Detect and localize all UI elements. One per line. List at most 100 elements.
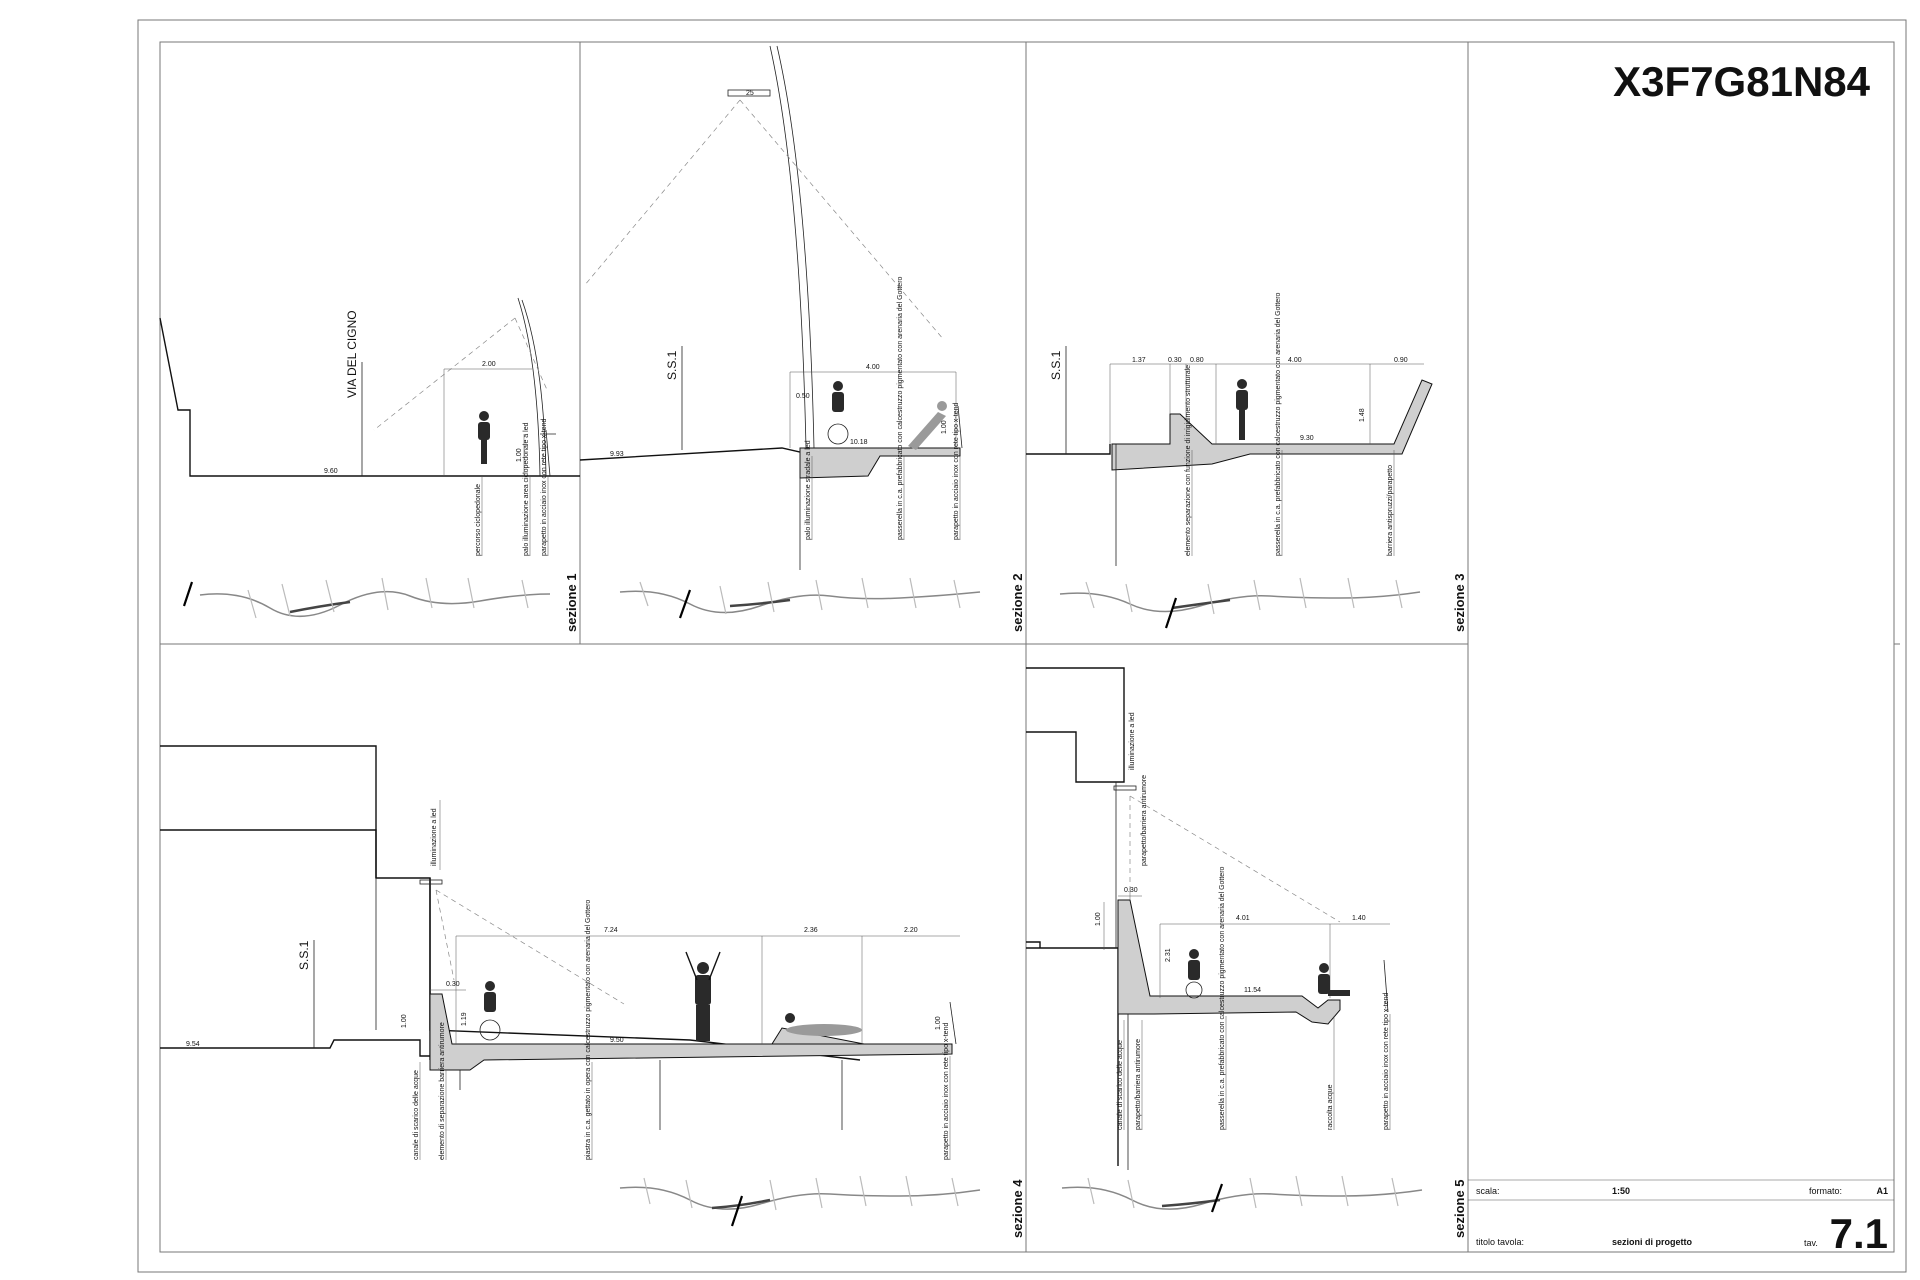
section-title: sezione 1 bbox=[564, 573, 579, 632]
callout-label: passerella in c.a. prefabbricato con cal… bbox=[1275, 292, 1282, 556]
section-title: sezione 2 bbox=[1010, 573, 1025, 632]
title-label: titolo tavola: bbox=[1476, 1237, 1524, 1247]
key-plan bbox=[1061, 1175, 1423, 1213]
dim-label: 0.30 bbox=[1168, 357, 1182, 364]
format-label: formato: bbox=[1809, 1186, 1842, 1196]
callout-label: palo illuminazione stradale a led bbox=[805, 440, 812, 540]
person-figure bbox=[685, 951, 721, 1041]
cyclist-figure bbox=[478, 411, 490, 464]
callout-label: piastra in c.a. gettato in opera con cal… bbox=[585, 900, 592, 1160]
dim-label: 7.24 bbox=[604, 927, 618, 934]
dim-label: 1.37 bbox=[1132, 357, 1146, 364]
dim-label: 10.18 bbox=[850, 439, 868, 446]
scale-value: 1:50 bbox=[1612, 1186, 1630, 1196]
parapet bbox=[957, 405, 963, 449]
dim-label: 4.01 bbox=[1236, 915, 1250, 922]
dim-label: 0.50 bbox=[796, 393, 810, 400]
footbridge-slab bbox=[1117, 899, 1341, 1025]
dim-label: 9.30 bbox=[1300, 435, 1314, 442]
street-label: S.S.1 bbox=[297, 940, 311, 970]
callout-label: parapetto/barriera antirumore bbox=[1141, 775, 1148, 866]
callout-label: illuminazione a led bbox=[1129, 712, 1136, 770]
terrain bbox=[159, 317, 580, 477]
terrain bbox=[160, 745, 431, 1060]
callout-label: illuminazione a led bbox=[431, 808, 438, 866]
slab-gettato bbox=[429, 993, 953, 1071]
key-plan bbox=[182, 577, 551, 619]
terrain bbox=[1026, 947, 1119, 1166]
footbridge-slab bbox=[799, 447, 961, 479]
dim-label: 2.00 bbox=[482, 361, 496, 368]
section-1: VIA DEL CIGNO 2.00 9.60 1.00 percorso ci… bbox=[159, 297, 580, 632]
key-plan bbox=[619, 1175, 981, 1227]
cyclist-figure bbox=[827, 381, 849, 445]
parapet bbox=[540, 429, 556, 477]
dim-label: 0.90 bbox=[1394, 357, 1408, 364]
reclining-person-figure bbox=[785, 1013, 862, 1036]
callout-label: percorso ciclopedonale bbox=[475, 484, 482, 556]
dim-label: 25 bbox=[746, 90, 754, 97]
road bbox=[160, 1039, 430, 1057]
tav-number: 7.1 bbox=[1830, 1210, 1888, 1257]
section-3: S.S.1 1.37 0.30 0.80 4.00 0.90 1.48 9.30… bbox=[1026, 292, 1467, 632]
title-block: scala: 1:50 formato: A1 titolo tavola: s… bbox=[1468, 1179, 1894, 1257]
callout-label: parapetto in acciaio inox con rete tipo … bbox=[943, 1023, 950, 1160]
dim-label: 4.00 bbox=[866, 364, 880, 371]
dim-label: 1.00 bbox=[935, 1016, 942, 1030]
sheet-code: X3F7G81N84 bbox=[1613, 58, 1870, 105]
terrain bbox=[1026, 444, 1111, 455]
street-label: S.S.1 bbox=[665, 350, 679, 380]
cyclist-figure bbox=[479, 981, 501, 1041]
dim-label: 2.31 bbox=[1165, 948, 1172, 962]
parapet bbox=[949, 1001, 957, 1045]
inner-frame bbox=[159, 41, 1895, 1253]
dim-label: 1.48 bbox=[1359, 408, 1366, 422]
callout-label: parapetto/barriera antirumore bbox=[1135, 1039, 1142, 1130]
section-5: 0.30 4.01 1.40 1.00 2.31 11.54 illuminaz… bbox=[1026, 667, 1467, 1238]
callout-label: elemento separazione con funzione di irr… bbox=[1185, 365, 1192, 556]
dim-label: 2.36 bbox=[804, 927, 818, 934]
dim-label: 11.54 bbox=[1244, 987, 1261, 994]
callout-label: passerella in c.a. prefabbricato con cal… bbox=[1219, 866, 1226, 1130]
footbridge-slab bbox=[1111, 379, 1433, 471]
scale-label: scala: bbox=[1476, 1186, 1500, 1196]
callout-label: passerella in c.a. prefabbricato con cal… bbox=[897, 276, 904, 540]
dim-label: 1.00 bbox=[1095, 912, 1102, 926]
dim-label: 4.00 bbox=[1288, 357, 1302, 364]
dim-label: 2.20 bbox=[904, 927, 918, 934]
dim-label: 9.54 bbox=[186, 1041, 200, 1048]
cyclist-figure bbox=[1185, 949, 1203, 999]
title-value: sezioni di progetto bbox=[1612, 1237, 1693, 1247]
callout-label: elemento di separazione barriera antirum… bbox=[439, 1022, 446, 1160]
dim-label: 1.40 bbox=[1352, 915, 1366, 922]
callout-label: palo illuminazione area ciclopedonale a … bbox=[523, 422, 530, 556]
dim-label: 1.19 bbox=[461, 1012, 468, 1026]
callout-label: raccolta acque bbox=[1327, 1084, 1334, 1130]
light-pole bbox=[517, 297, 541, 477]
dim-label: 9.50 bbox=[610, 1037, 624, 1044]
section-title: sezione 5 bbox=[1452, 1179, 1467, 1238]
key-plan bbox=[1059, 577, 1421, 629]
dim-label: 9.93 bbox=[610, 451, 624, 458]
callout-label: parapetto in acciaio inox con rete tipo … bbox=[953, 403, 960, 540]
dim-label: 0.30 bbox=[1124, 887, 1138, 894]
callout-label: canale di scarico delle acque bbox=[1117, 1040, 1124, 1130]
dim-label: 1.00 bbox=[941, 420, 948, 434]
street-label: VIA DEL CIGNO bbox=[345, 310, 359, 398]
seated-person-figure bbox=[1318, 963, 1350, 996]
format-value: A1 bbox=[1876, 1186, 1888, 1196]
cyclist-figure bbox=[1236, 379, 1248, 440]
callout-label: parapetto in acciaio inox con rete tipo … bbox=[1383, 993, 1390, 1130]
street-label: S.S.1 bbox=[1049, 350, 1063, 380]
dim-label: 1.00 bbox=[401, 1014, 408, 1028]
dim-label: 0.30 bbox=[446, 981, 460, 988]
callout-label: canale di scarico delle acque bbox=[413, 1070, 420, 1160]
person-figure bbox=[908, 401, 947, 450]
outer-frame bbox=[137, 19, 1907, 1273]
parapet bbox=[1383, 959, 1389, 1013]
building-outline bbox=[160, 829, 377, 878]
key-plan bbox=[619, 577, 981, 619]
section-title: sezione 3 bbox=[1452, 573, 1467, 632]
light-pole bbox=[769, 45, 807, 449]
